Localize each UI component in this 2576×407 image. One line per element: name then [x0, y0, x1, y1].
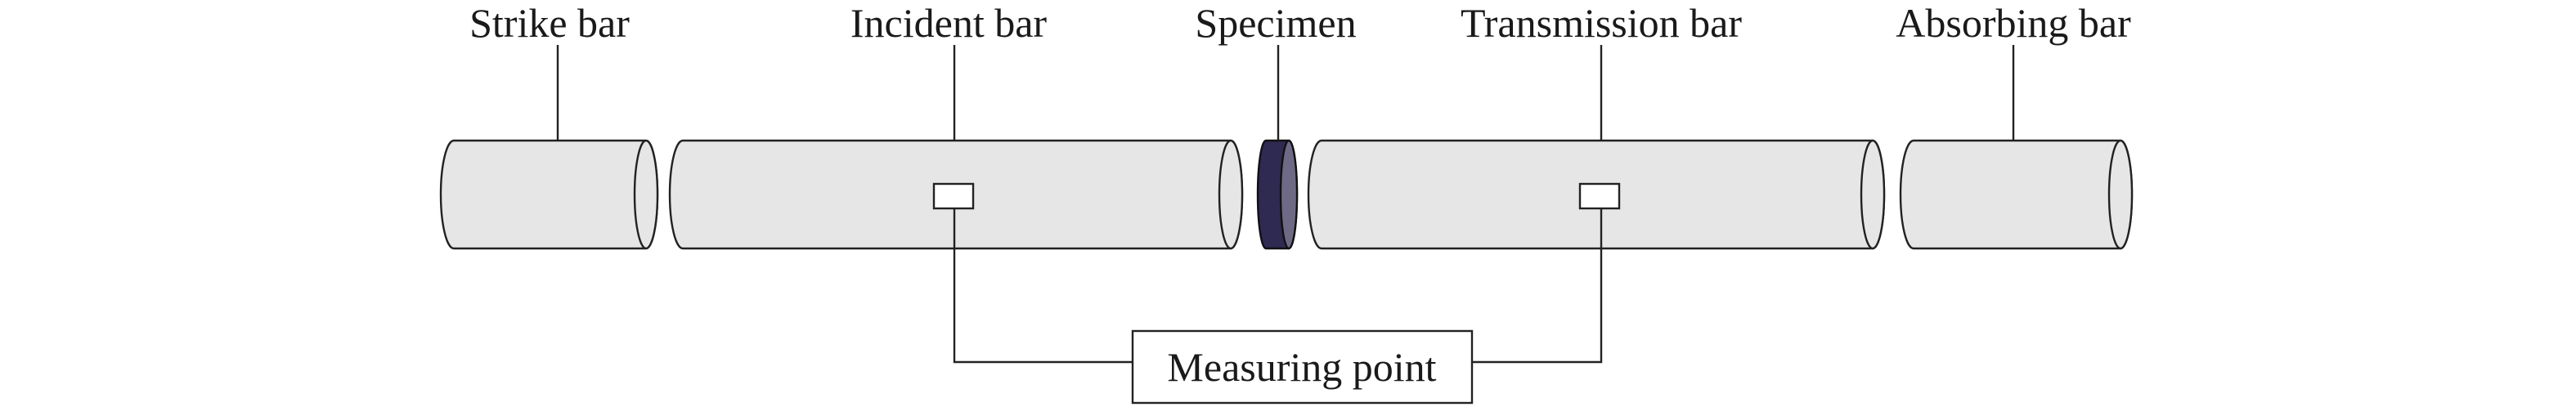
absorbing-bar — [1899, 139, 2134, 250]
measuring-point-box — [1131, 329, 1474, 405]
incident-bar — [668, 139, 1244, 250]
transmission-bar — [1307, 139, 1886, 250]
measuring-point-leader-right — [1472, 208, 1603, 364]
measuring-point-leader-left — [953, 208, 1133, 364]
measuring-point-label: Measuring point — [1167, 344, 1436, 390]
incident-bar-label: Incident bar — [850, 0, 1048, 46]
incident-measuring-point — [932, 182, 975, 210]
specimen-label: Specimen — [1195, 0, 1356, 46]
transmission-measuring-point — [1578, 182, 1621, 210]
absorbing-bar-label: Absorbing bar — [1896, 0, 2131, 46]
strike-bar — [439, 139, 659, 250]
strike-bar-label: Strike bar — [469, 0, 630, 46]
specimen — [1256, 139, 1299, 250]
transmission-bar-label: Transmission bar — [1461, 0, 1742, 46]
